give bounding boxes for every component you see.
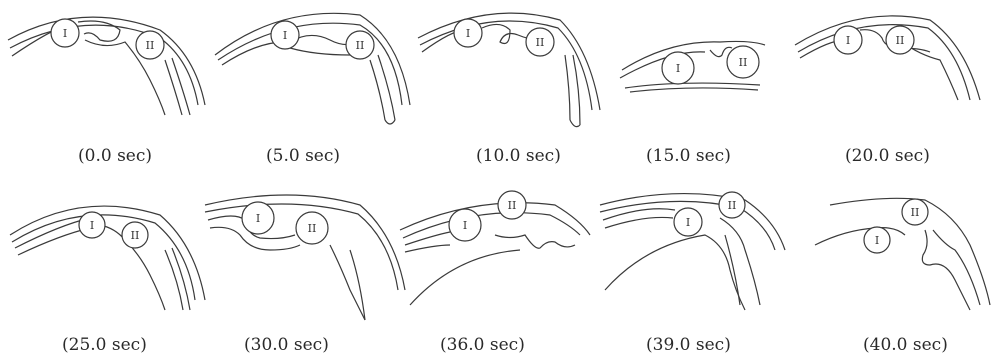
cylinder-label-ii: II (739, 56, 748, 69)
panel-7-drawing: III (395, 190, 595, 325)
cylinder-label-ii: II (308, 222, 317, 235)
panel-0: III (0.0 sec) (0, 0, 200, 190)
cylinder-label-i: I (875, 234, 879, 247)
time-label: (15.0 sec) (646, 146, 731, 166)
cylinder-label-ii: II (728, 199, 737, 212)
panel-9-drawing: III (805, 190, 998, 325)
time-label: (36.0 sec) (440, 335, 525, 355)
panel-6-drawing: III (200, 190, 405, 325)
panel-5: III (25.0 sec) (0, 190, 200, 364)
panel-8: III (39.0 sec) (595, 190, 795, 364)
cylinder-label-ii: II (896, 34, 905, 47)
cylinder-label-ii: II (146, 39, 155, 52)
cylinder-label-i: I (63, 27, 67, 40)
cylinder-label-i: I (90, 219, 94, 232)
panel-8-drawing: III (595, 190, 800, 325)
cylinder-label-i: I (466, 27, 470, 40)
cylinder-label-i: I (256, 212, 260, 225)
panel-1-drawing: III (200, 0, 410, 145)
panel-3-drawing: III (610, 0, 790, 145)
panel-2: III (10.0 sec) (410, 0, 610, 190)
cylinder-label-ii: II (508, 199, 517, 212)
time-label: (40.0 sec) (863, 335, 948, 355)
panel-1: III (5.0 sec) (200, 0, 405, 190)
time-label: (0.0 sec) (78, 146, 152, 166)
time-label: (10.0 sec) (476, 146, 561, 166)
panel-0-drawing: III (0, 0, 200, 145)
panel-9: III (40.0 sec) (805, 190, 998, 364)
cylinder-label-i: I (846, 34, 850, 47)
time-label: (39.0 sec) (646, 335, 731, 355)
panel-4-drawing: III (790, 0, 990, 145)
time-label: (20.0 sec) (845, 146, 930, 166)
cylinder-label-i: I (686, 216, 690, 229)
panel-3: III (15.0 sec) (610, 0, 790, 190)
cylinder-label-ii: II (356, 39, 365, 52)
cylinder-label-i: I (463, 219, 467, 232)
panel-5-drawing: III (0, 190, 200, 325)
cylinder-label-ii: II (131, 229, 140, 242)
time-label: (30.0 sec) (244, 335, 329, 355)
panel-6: III (30.0 sec) (200, 190, 400, 364)
cylinder-label-i: I (283, 29, 287, 42)
panel-2-drawing: III (410, 0, 610, 145)
cylinder-label-ii: II (536, 36, 545, 49)
time-label: (25.0 sec) (62, 335, 147, 355)
panel-7: III (36.0 sec) (395, 190, 595, 364)
cylinder-label-i: I (676, 62, 680, 75)
panel-4: III (20.0 sec) (790, 0, 990, 190)
cylinder-label-ii: II (911, 206, 920, 219)
time-label: (5.0 sec) (266, 146, 340, 166)
